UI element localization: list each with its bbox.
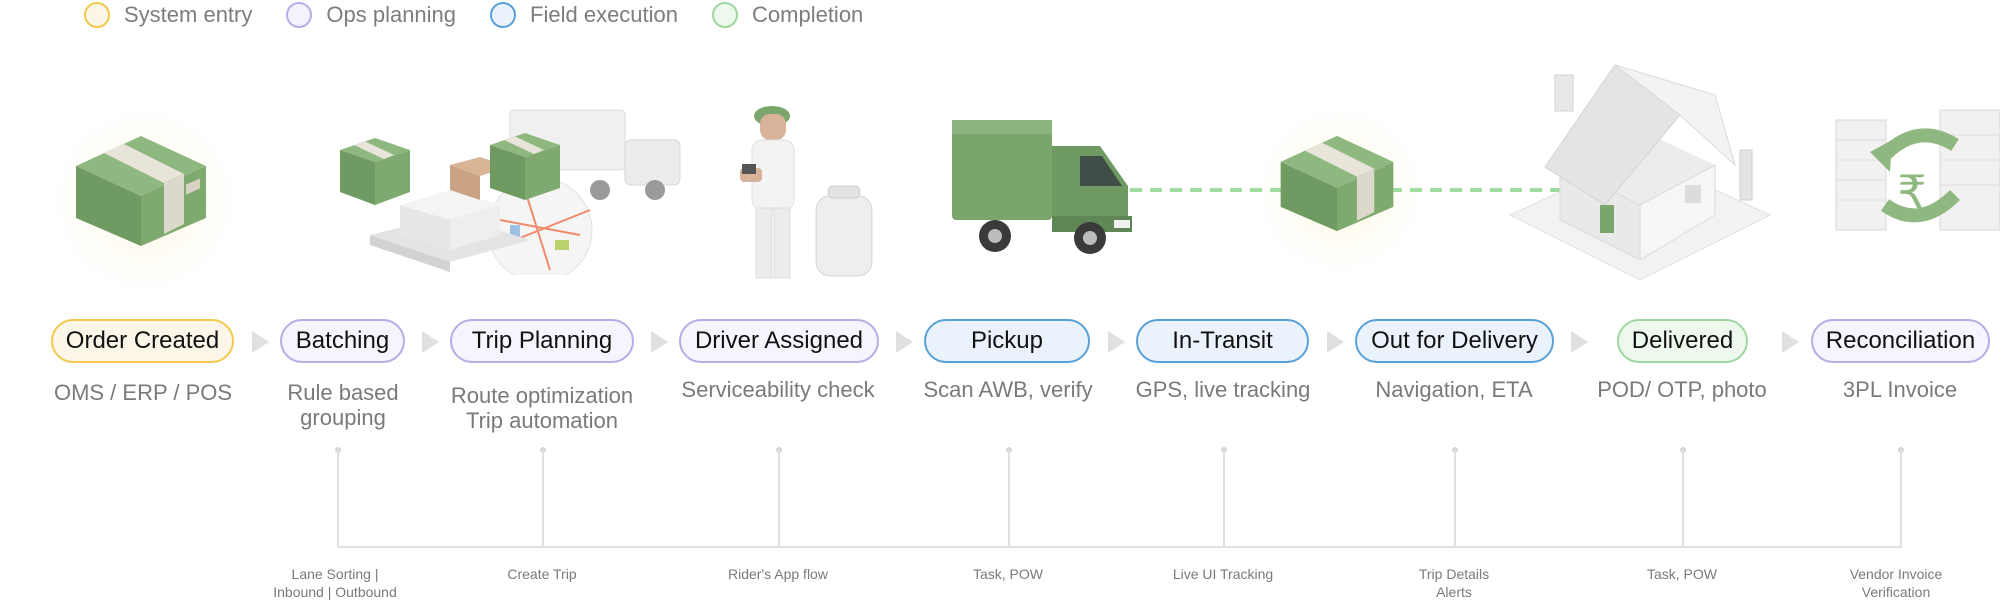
connector-line xyxy=(1454,450,1456,547)
action-label: Rider's App flow xyxy=(678,565,878,583)
stage-delivered[interactable]: Delivered xyxy=(1617,319,1748,363)
action-line: Rider's App flow xyxy=(728,566,828,582)
action-line: Inbound | Outbound xyxy=(273,584,397,600)
system-line: 3PL Invoice xyxy=(1842,377,1958,402)
action-line: Vendor Invoice xyxy=(1849,566,1943,582)
legend-item-system-entry: System entry xyxy=(84,2,252,28)
connector-line xyxy=(1008,450,1010,547)
action-label: Task, POW xyxy=(1582,565,1782,583)
stage-trip-planning[interactable]: Trip Planning xyxy=(450,319,634,363)
system-line: POD/ OTP, photo xyxy=(1597,377,1767,402)
action-label: Lane Sorting | Inbound | Outbound xyxy=(235,565,435,601)
delivery-truck-icon xyxy=(952,120,1132,254)
legend: System entry Ops planning Field executio… xyxy=(84,0,863,30)
connector-line xyxy=(778,450,780,547)
stage-pickup[interactable]: Pickup xyxy=(924,319,1090,363)
connector-line xyxy=(1900,450,1902,547)
system-line: Trip automation xyxy=(465,408,619,433)
action-line: Create Trip xyxy=(507,566,577,582)
connector-line xyxy=(337,450,339,547)
connector-baseline xyxy=(337,546,1902,548)
stage-system-text: GPS, live tracking xyxy=(1113,377,1333,402)
legend-label: System entry xyxy=(124,2,253,27)
flow-arrow xyxy=(1571,331,1588,353)
connector-line xyxy=(542,450,544,547)
stage-system-text: POD/ OTP, photo xyxy=(1572,377,1792,402)
stage-in-transit[interactable]: In-Transit xyxy=(1136,319,1309,363)
system-line: Scan AWB, verify xyxy=(923,377,1093,402)
legend-label: Completion xyxy=(752,2,864,27)
stage-system-text: Serviceability check xyxy=(668,377,888,402)
system-line: Route optimization xyxy=(450,383,634,408)
action-line: Verification xyxy=(1861,584,1931,600)
house-icon xyxy=(1508,64,1772,281)
parcel-box-icon xyxy=(76,136,206,246)
stage-order-created[interactable]: Order Created xyxy=(51,319,234,363)
connector-line xyxy=(1223,450,1225,547)
legend-item-field-execution: Field execution xyxy=(490,2,678,28)
legend-dot-system-entry xyxy=(84,2,110,28)
stage-out-for-delivery[interactable]: Out for Delivery xyxy=(1355,319,1554,363)
rupee-symbol: ₹ xyxy=(1897,165,1926,219)
system-line: grouping xyxy=(300,405,386,430)
flow-arrow xyxy=(896,331,913,353)
system-line: Navigation, ETA xyxy=(1375,377,1533,402)
system-line: OMS / ERP / POS xyxy=(53,380,233,405)
stage-system-text: 3PL Invoice xyxy=(1790,377,2000,402)
action-line: Lane Sorting | xyxy=(291,566,379,582)
stage-system-text: OMS / ERP / POS xyxy=(33,380,253,405)
action-line: Alerts xyxy=(1436,584,1472,600)
connector-line xyxy=(1682,450,1684,547)
action-label: Create Trip xyxy=(442,565,642,583)
stage-system-text: Navigation, ETA xyxy=(1344,377,1564,402)
stage-driver-assigned[interactable]: Driver Assigned xyxy=(679,319,879,363)
action-line: Task, POW xyxy=(1646,566,1717,582)
flow-arrow xyxy=(1782,331,1799,353)
action-line: Live UI Tracking xyxy=(1172,566,1274,582)
system-line: GPS, live tracking xyxy=(1135,377,1311,402)
stacked-parcels-map-icon xyxy=(340,109,681,275)
legend-dot-completion xyxy=(712,2,739,28)
legend-dot-ops-planning xyxy=(286,2,313,28)
legend-label: Field execution xyxy=(530,2,679,27)
flow-arrow xyxy=(252,331,269,353)
invoice-rupee-icon: ₹ xyxy=(1835,109,2000,231)
flow-arrow xyxy=(651,331,668,353)
flow-arrow xyxy=(422,331,439,353)
legend-item-ops-planning: Ops planning xyxy=(286,2,456,28)
legend-item-completion: Completion xyxy=(712,2,863,28)
delivery-rider-icon xyxy=(740,106,873,279)
action-line: Trip Details xyxy=(1418,566,1490,582)
stage-reconciliation[interactable]: Reconciliation xyxy=(1811,319,1990,363)
parcel-box-icon xyxy=(1280,135,1394,232)
legend-label: Ops planning xyxy=(326,2,457,27)
stage-batching[interactable]: Batching xyxy=(280,319,405,363)
action-line: Task, POW xyxy=(972,566,1043,582)
flow-arrow xyxy=(1327,331,1344,353)
flow-arrow xyxy=(1108,331,1125,353)
stage-system-text: Scan AWB, verify xyxy=(898,377,1118,402)
action-label: Task, POW xyxy=(908,565,1108,583)
legend-dot-field-execution xyxy=(490,2,517,28)
system-line: Serviceability check xyxy=(681,377,875,402)
system-line: Rule based xyxy=(287,380,399,405)
action-label: Live UI Tracking xyxy=(1123,565,1323,583)
